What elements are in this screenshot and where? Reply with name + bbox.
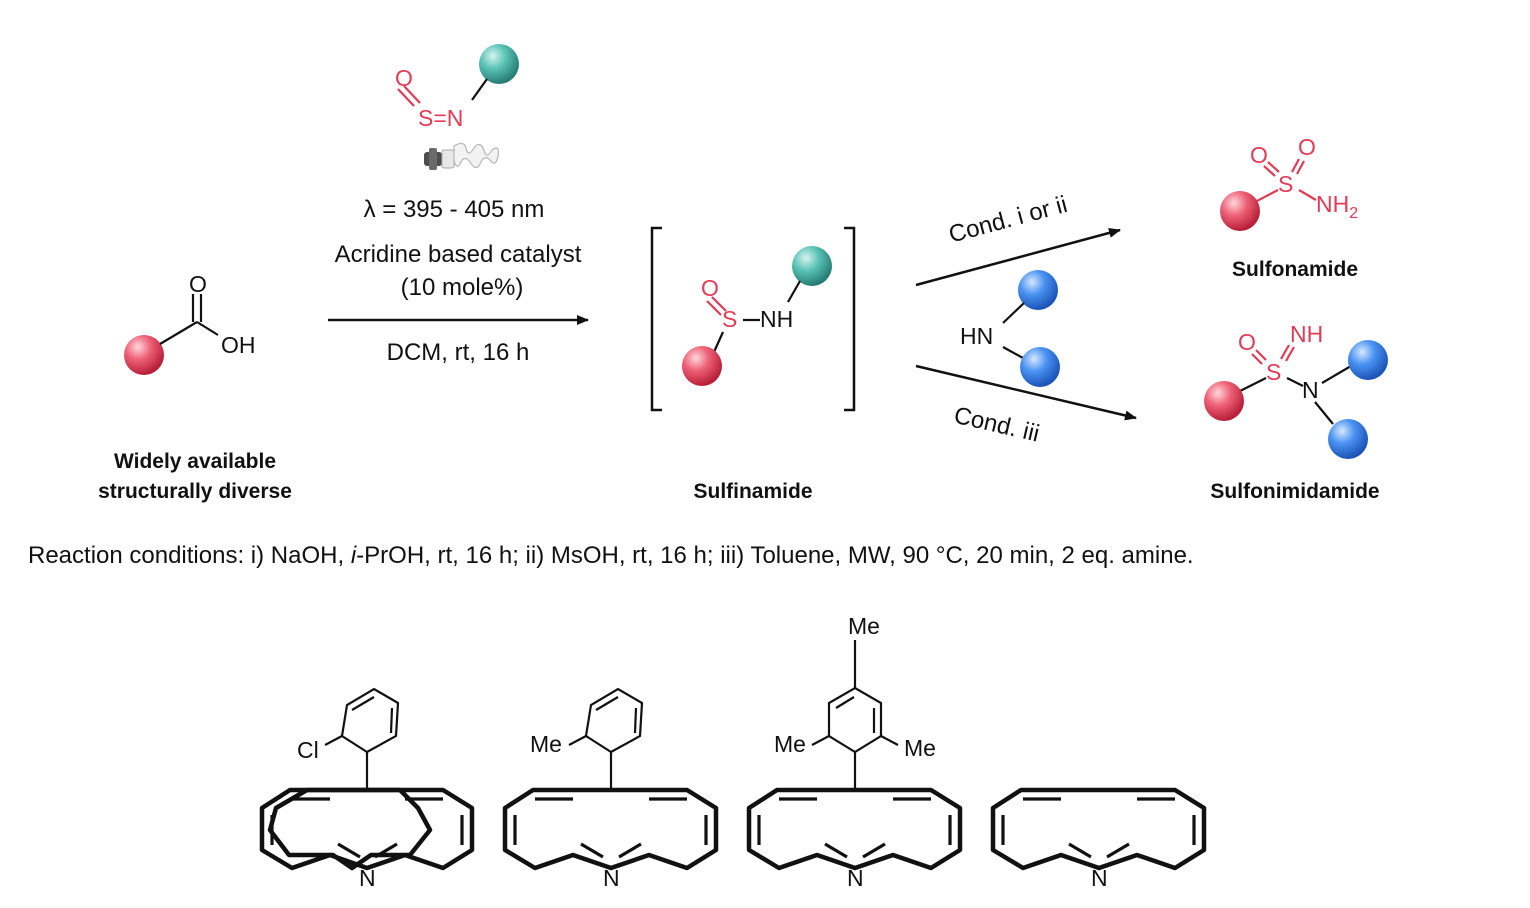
arrow-to-sulfonamide <box>915 228 1121 287</box>
red-sphere <box>1220 191 1260 231</box>
sulfonamide-label: Sulfonamide <box>1232 258 1358 281</box>
sulfinamide-sulfur: S <box>722 306 737 332</box>
sulfonimidamide-imino-nh: NH <box>1290 321 1323 347</box>
methyl-substituent: Me <box>530 731 562 757</box>
solvent-text: DCM, rt, 16 h <box>387 339 530 366</box>
acid-label-line2: structurally diverse <box>98 480 292 503</box>
red-sphere <box>1204 381 1244 421</box>
catalyst-ortho-methyl: Me N <box>502 687 719 891</box>
wavelength-text: λ = 395 - 405 nm <box>364 196 545 223</box>
cond-top-text: Cond. i or ii <box>946 191 1070 248</box>
secondary-amine: HN <box>960 270 1060 387</box>
sulfonimidamide-label: Sulfonimidamide <box>1210 480 1379 503</box>
reagent-oxygen: O <box>395 65 413 91</box>
acridine-nitrogen: N <box>359 865 376 891</box>
teal-sphere <box>479 44 519 84</box>
acid-label-line1: Widely available <box>114 450 276 473</box>
sulfonimidamide-product: O NH S N <box>1204 321 1388 459</box>
acridine-nitrogen: N <box>1091 865 1108 891</box>
arrow-to-sulfonimidamide <box>915 364 1137 421</box>
sulfonamide-oxygen-2: O <box>1298 134 1316 160</box>
acridine-nitrogen: N <box>847 865 864 891</box>
methyl-right: Me <box>904 735 936 761</box>
cond-bottom-text: Cond. iii <box>951 402 1042 448</box>
sulfonimidamide-sulfur: S <box>1266 359 1281 385</box>
teal-sphere <box>792 246 832 286</box>
catalyst-acridine: N <box>990 787 1207 891</box>
sulfinamide-oxygen: O <box>701 275 719 301</box>
catalyst-text: Acridine based catalyst <box>335 241 582 268</box>
amine-hn: HN <box>960 323 993 349</box>
blue-sphere <box>1348 340 1388 380</box>
sulfonimidamide-nitrogen: N <box>1302 377 1319 403</box>
left-bracket <box>650 226 662 412</box>
reaction-conditions-footnote: Reaction conditions: i) NaOH, i-PrOH, rt… <box>28 542 1194 569</box>
light-bulb-icon <box>424 142 499 170</box>
acid-oxygen: O <box>189 271 207 297</box>
sulfonamide-sulfur: S <box>1278 171 1293 197</box>
methyl-left: Me <box>774 731 806 757</box>
blue-sphere <box>1020 347 1060 387</box>
acridine-nitrogen: N <box>603 865 620 891</box>
methyl-top: Me <box>848 613 880 639</box>
sulfinamide-label: Sulfinamide <box>693 480 812 503</box>
blue-sphere <box>1018 270 1058 310</box>
chloro-substituent: Cl <box>297 737 319 763</box>
sulfonamide-nh2: NH2 <box>1316 191 1358 222</box>
sulfonamide-product: O O S NH2 <box>1220 134 1358 231</box>
catalyst-ortho-chloro: Cl N <box>259 687 475 891</box>
sulfinamide-nh: NH <box>760 306 793 332</box>
acid-hydroxyl: OH <box>221 332 256 358</box>
reagent-s-n: S=N <box>418 105 463 131</box>
blue-sphere <box>1328 419 1368 459</box>
red-sphere <box>124 335 164 375</box>
sulfinamide-intermediate: NH S O <box>650 226 856 412</box>
right-bracket <box>844 226 856 412</box>
sulfonimidamide-oxygen: O <box>1238 329 1256 355</box>
sulfonamide-oxygen-1: O <box>1250 142 1268 168</box>
red-sphere <box>682 346 722 386</box>
catalyst-mesityl: Me Me Me N <box>746 613 963 891</box>
carboxylic-acid: O OH <box>124 271 256 375</box>
catalyst-loading-text: (10 mole%) <box>401 274 524 301</box>
sulfinylamine-reagent: O S=N <box>395 44 519 131</box>
